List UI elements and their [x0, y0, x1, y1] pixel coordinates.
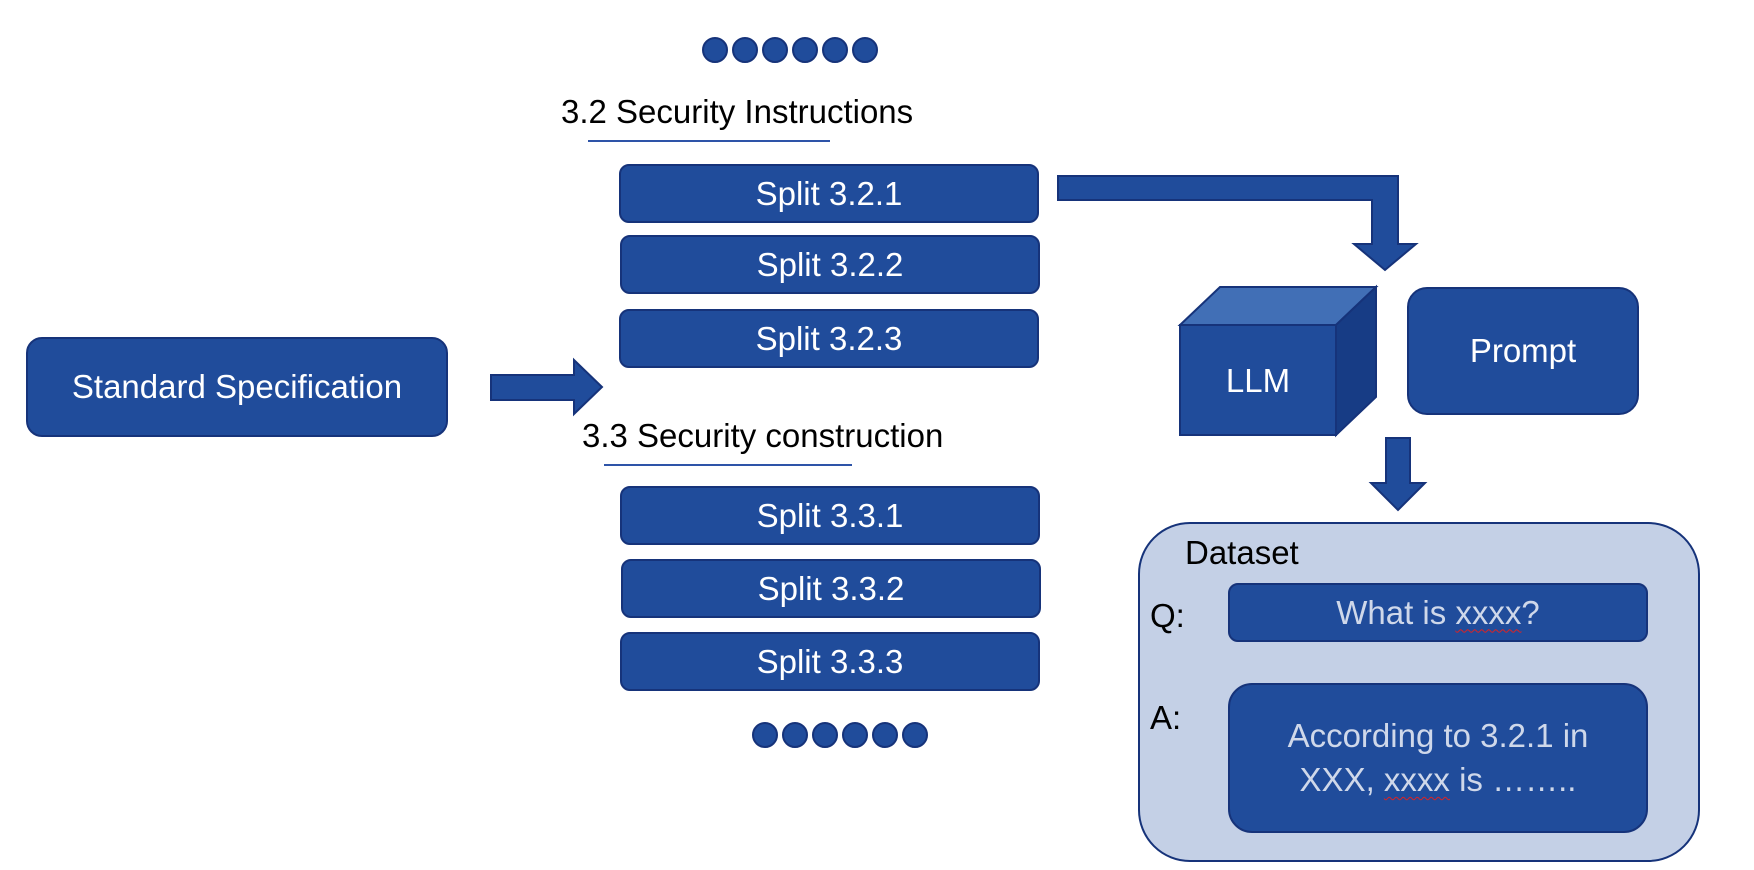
- answer-placeholder: xxxx: [1383, 761, 1450, 798]
- split-box: Split 3.2.3: [619, 309, 1039, 368]
- ellipsis-dots-bottom: [752, 722, 928, 748]
- cube-front-face: [1179, 324, 1337, 436]
- dot: [902, 722, 928, 748]
- dot: [852, 37, 878, 63]
- question-label: Q:: [1150, 597, 1185, 634]
- split-label: Split 3.3.2: [757, 569, 905, 607]
- section-heading-3-2: 3.2 Security Instructions: [561, 93, 914, 130]
- prompt-box: Prompt: [1407, 287, 1639, 415]
- answer-line-2: XXX, xxxx is ……..: [1300, 758, 1577, 802]
- split-label: Split 3.2.3: [755, 319, 903, 357]
- dot: [872, 722, 898, 748]
- dot: [762, 37, 788, 63]
- standard-specification-box: Standard Specification: [26, 337, 448, 437]
- dot: [732, 37, 758, 63]
- split-box: Split 3.3.1: [620, 486, 1040, 545]
- dataset-title: Dataset: [1185, 534, 1299, 571]
- ellipsis-dots-top: [702, 37, 878, 63]
- split-label: Split 3.2.2: [756, 245, 904, 283]
- answer-label: A:: [1150, 699, 1182, 736]
- dot: [792, 37, 818, 63]
- dot: [842, 722, 868, 748]
- dot: [822, 37, 848, 63]
- elbow-arrow: [1057, 175, 1419, 272]
- answer-text-start: XXX,: [1299, 761, 1384, 798]
- question-box: What is xxxx?: [1228, 583, 1648, 642]
- question-text: What is xxxx?: [1336, 594, 1540, 632]
- heading-underline: [588, 140, 830, 142]
- question-placeholder: xxxx: [1455, 593, 1522, 631]
- dot: [812, 722, 838, 748]
- split-label: Split 3.3.1: [756, 496, 904, 534]
- llm-label: LLM: [1226, 362, 1290, 399]
- split-box: Split 3.2.2: [620, 235, 1040, 294]
- llm-cube: LLM: [1177, 284, 1379, 438]
- split-label: Split 3.2.1: [755, 174, 903, 212]
- split-box: Split 3.3.2: [621, 559, 1041, 618]
- split-label: Split 3.3.3: [756, 642, 904, 680]
- answer-line-1: According to 3.2.1 in: [1287, 717, 1589, 754]
- dot: [782, 722, 808, 748]
- prompt-label: Prompt: [1469, 332, 1577, 369]
- split-box: Split 3.2.1: [619, 164, 1039, 223]
- dot: [752, 722, 778, 748]
- question-text-end: ?: [1521, 593, 1540, 631]
- standard-specification-label: Standard Specification: [71, 368, 403, 405]
- down-arrow: [1368, 437, 1428, 512]
- dot: [702, 37, 728, 63]
- section-heading-3-3: 3.3 Security construction: [582, 417, 944, 454]
- question-text-start: What is: [1336, 593, 1456, 631]
- right-arrow: [490, 357, 604, 417]
- answer-text-end: is ……..: [1449, 761, 1577, 798]
- heading-underline: [604, 464, 852, 466]
- split-box: Split 3.3.3: [620, 632, 1040, 691]
- answer-box: According to 3.2.1 in XXX, xxxx is ……..: [1228, 683, 1648, 833]
